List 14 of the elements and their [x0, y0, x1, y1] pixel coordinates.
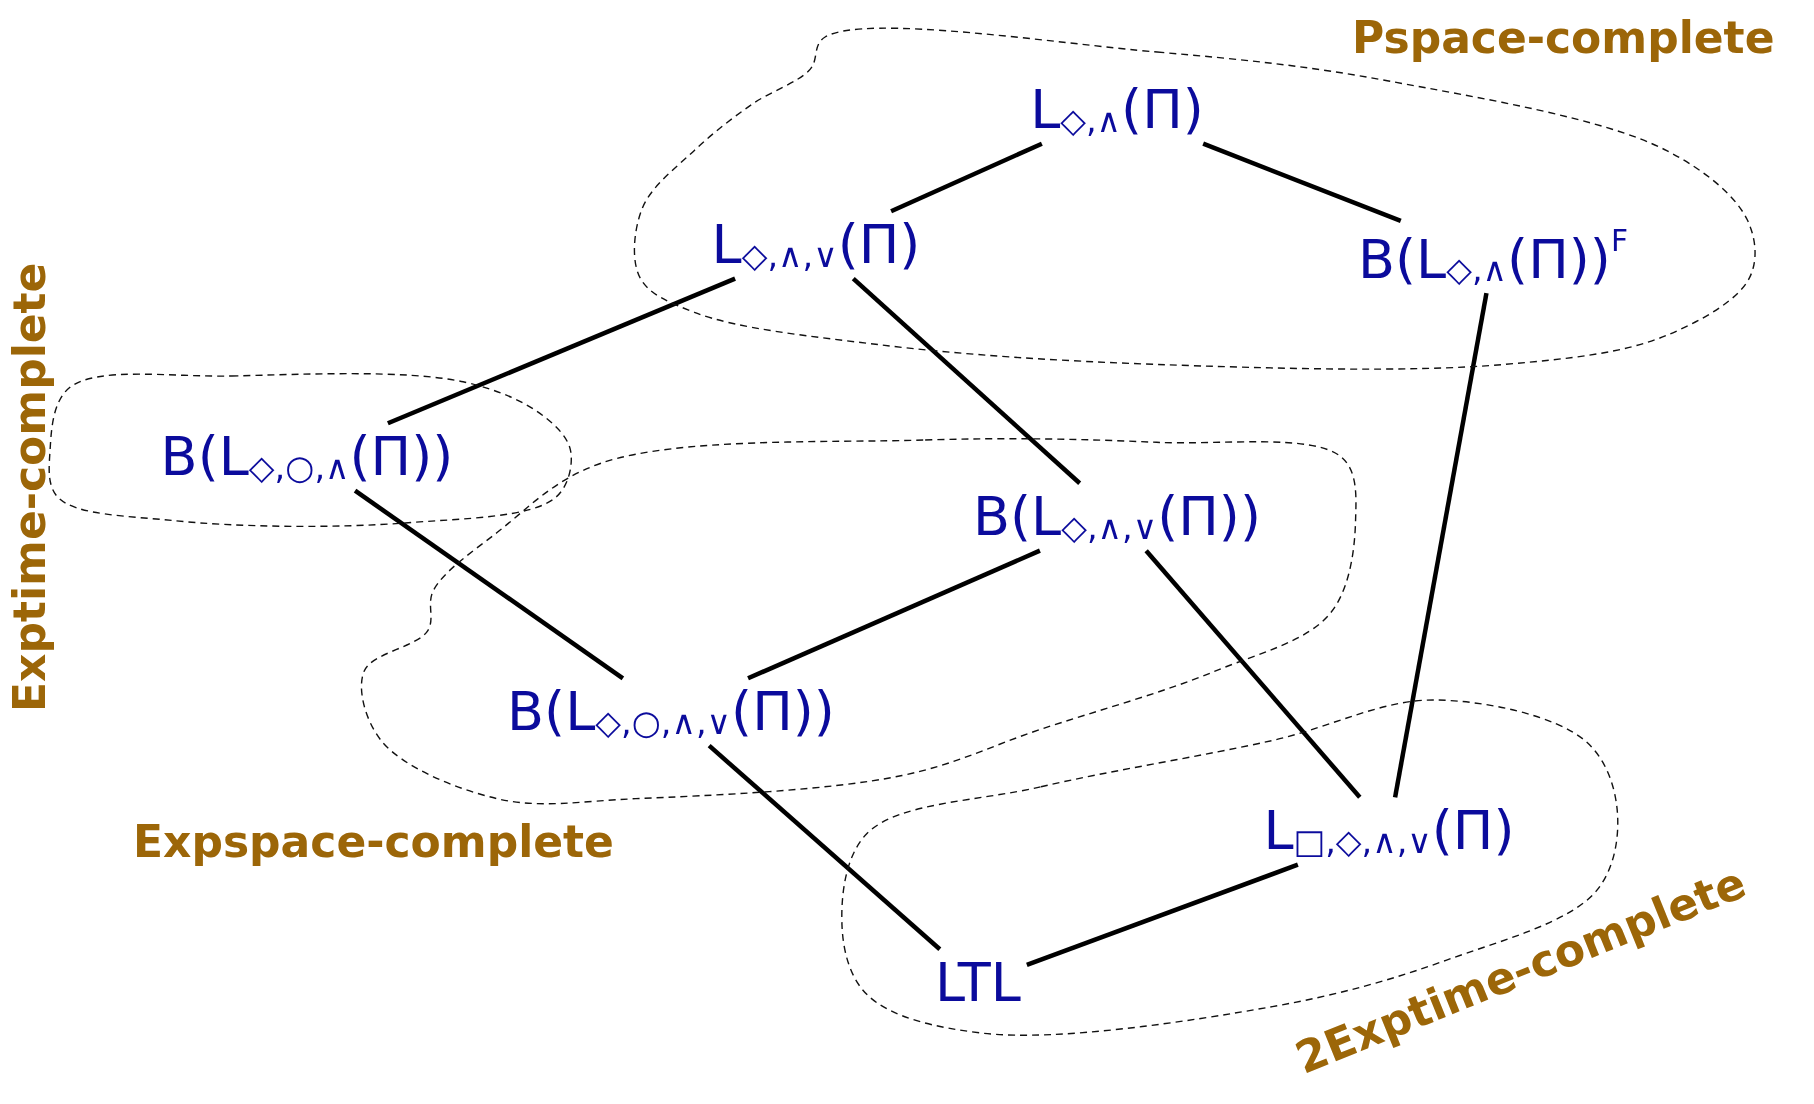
hasse-line: [890, 141, 1043, 214]
hasse-line: [851, 277, 1082, 485]
hasse-line: [1144, 549, 1362, 799]
hasse-line: [1026, 862, 1299, 968]
hasse-line: [353, 488, 625, 681]
logic-formula: LTL: [935, 953, 1021, 1013]
complexity-class-label: Expspace-complete: [133, 820, 614, 864]
complexity-class-label: Exptime-complete: [8, 262, 52, 712]
hasse-line: [387, 276, 736, 426]
complexity-class-label: Pspace-complete: [1352, 16, 1775, 60]
hasse-line: [1202, 141, 1402, 224]
hasse-line: [707, 744, 942, 951]
hasse-line: [747, 548, 1041, 681]
hasse-line: [1392, 292, 1489, 798]
